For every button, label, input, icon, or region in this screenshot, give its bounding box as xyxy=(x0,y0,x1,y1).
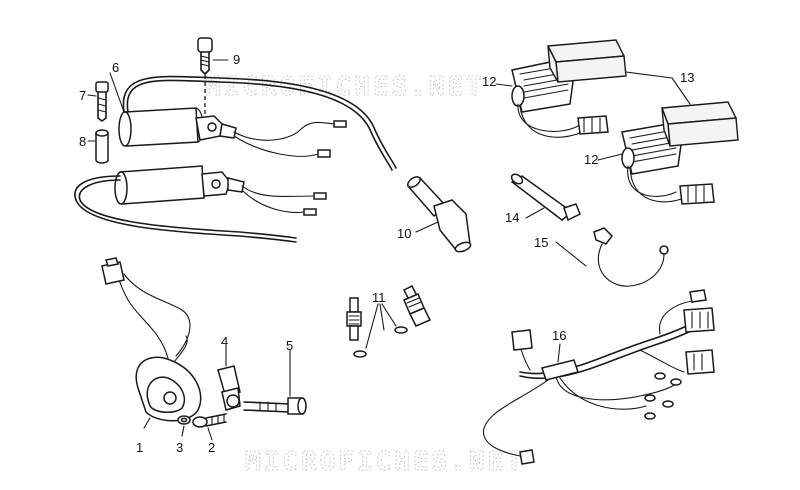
part-6-ignition-coil-upper xyxy=(109,72,397,171)
part-11-spark-plugs xyxy=(346,284,432,358)
leader-12-lower xyxy=(597,153,623,161)
part-1-pickup-plate xyxy=(101,257,202,429)
part-2-screw xyxy=(192,413,227,441)
callout-12-upper: 12 xyxy=(482,74,496,89)
callout-6: 6 xyxy=(112,60,119,75)
callout-8: 8 xyxy=(79,134,86,149)
callout-3: 3 xyxy=(176,440,183,455)
part-10-spark-plug-cap xyxy=(406,176,472,253)
callout-14: 14 xyxy=(505,210,519,225)
part-13-foam-pad-lower xyxy=(661,101,739,147)
callout-5: 5 xyxy=(286,338,293,353)
callout-4: 4 xyxy=(221,334,228,349)
callout-13: 13 xyxy=(680,70,694,85)
part-7-bolt xyxy=(87,81,109,122)
callout-9: 9 xyxy=(233,52,240,67)
leader-13 xyxy=(625,71,691,105)
callout-11: 11 xyxy=(372,290,386,305)
part-16-wiring-harness xyxy=(483,289,715,465)
callout-7: 7 xyxy=(79,88,86,103)
part-3-washer xyxy=(177,415,191,437)
callout-12-lower: 12 xyxy=(584,152,598,167)
part-8-spacer xyxy=(87,129,109,164)
callout-1: 1 xyxy=(136,440,143,455)
watermark-top: MICROFICHES.NET xyxy=(205,72,485,102)
ignition-coil-lower xyxy=(74,165,327,243)
callout-16: 16 xyxy=(552,328,566,343)
watermark-bottom: MICROFICHES.NET xyxy=(245,447,525,477)
leader-12-upper xyxy=(495,83,513,87)
callout-2: 2 xyxy=(208,440,215,455)
part-4-advance-unit xyxy=(217,345,241,411)
part-13-foam-pad-upper xyxy=(546,39,627,83)
part-5-bolt xyxy=(243,349,307,415)
part-15-ground-wire xyxy=(555,227,669,287)
callout-15: 15 xyxy=(534,235,548,250)
part-14-relay xyxy=(510,173,581,222)
callout-10: 10 xyxy=(397,226,411,241)
